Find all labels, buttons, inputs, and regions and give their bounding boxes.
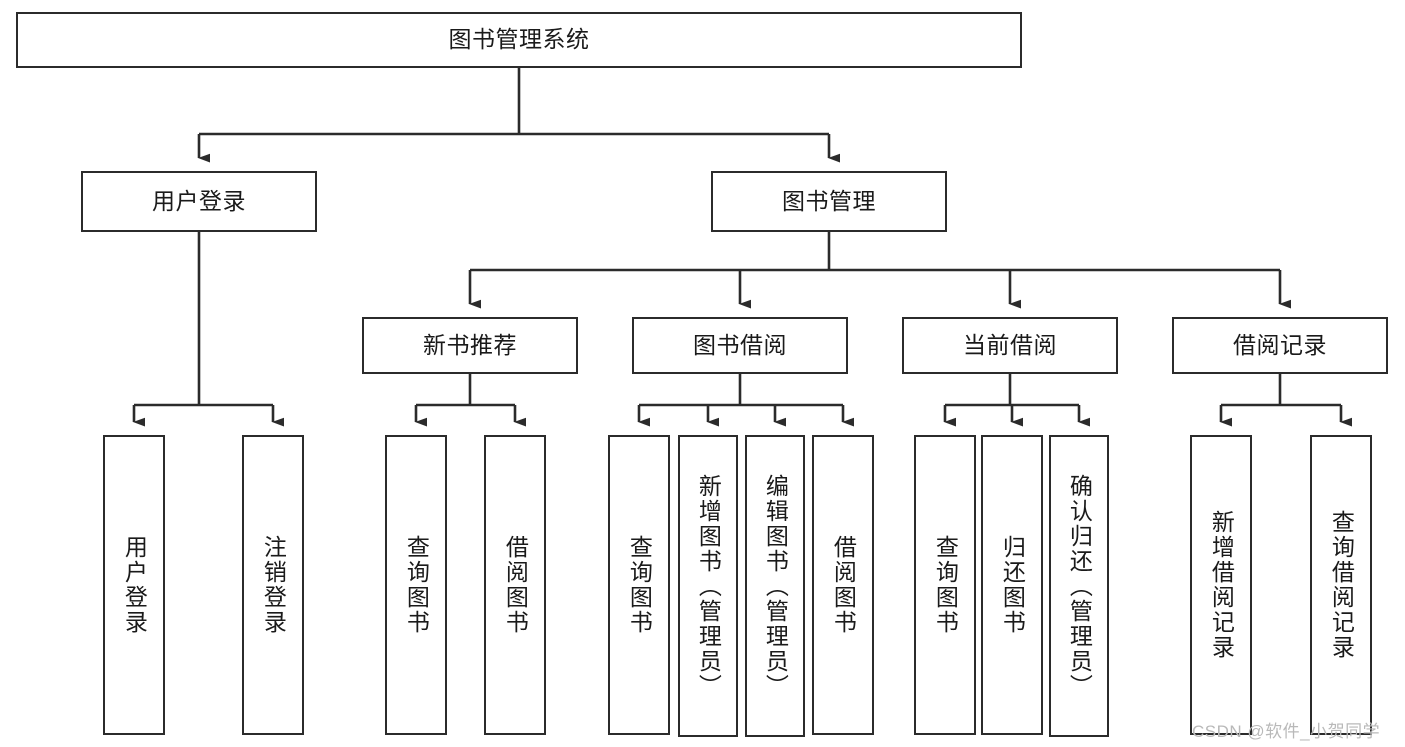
node-label: 用户登录 xyxy=(121,535,148,635)
node-label: 新增图书（管理员） xyxy=(695,473,722,699)
node-label: 图书借阅 xyxy=(693,331,787,358)
node-user-login[interactable]: 用户登录 xyxy=(81,171,317,232)
node-label: 查询图书 xyxy=(626,535,653,635)
node-leaf-user-logout[interactable]: 注销登录 xyxy=(242,435,304,735)
node-leaf-add-book[interactable]: 新增图书（管理员） xyxy=(678,435,738,737)
node-label: 查询图书 xyxy=(403,535,430,635)
node-borrow-record[interactable]: 借阅记录 xyxy=(1172,317,1388,374)
node-label: 新书推荐 xyxy=(423,331,517,358)
node-label: 借阅图书 xyxy=(830,535,857,635)
node-label: 归还图书 xyxy=(999,535,1026,635)
node-current-borrow[interactable]: 当前借阅 xyxy=(902,317,1118,374)
node-leaf-query-book-1[interactable]: 查询图书 xyxy=(385,435,447,735)
node-label: 图书管理 xyxy=(782,187,876,214)
node-leaf-confirm-return[interactable]: 确认归还（管理员） xyxy=(1049,435,1109,737)
node-leaf-borrow-book-1[interactable]: 借阅图书 xyxy=(484,435,546,735)
node-label: 确认归还（管理员） xyxy=(1066,473,1093,699)
node-leaf-query-book-2[interactable]: 查询图书 xyxy=(608,435,670,735)
node-label: 编辑图书（管理员） xyxy=(762,473,789,699)
node-leaf-user-login[interactable]: 用户登录 xyxy=(103,435,165,735)
node-label: 图书管理系统 xyxy=(448,26,590,53)
node-label: 借阅记录 xyxy=(1233,331,1327,358)
node-leaf-add-record[interactable]: 新增借阅记录 xyxy=(1190,435,1252,735)
node-new-book-rec[interactable]: 新书推荐 xyxy=(362,317,578,374)
node-leaf-return-book[interactable]: 归还图书 xyxy=(981,435,1043,735)
node-leaf-edit-book[interactable]: 编辑图书（管理员） xyxy=(745,435,805,737)
node-leaf-query-record[interactable]: 查询借阅记录 xyxy=(1310,435,1372,735)
node-leaf-borrow-book-2[interactable]: 借阅图书 xyxy=(812,435,874,735)
node-leaf-query-book-3[interactable]: 查询图书 xyxy=(914,435,976,735)
node-label: 查询图书 xyxy=(932,535,959,635)
node-label: 新增借阅记录 xyxy=(1208,510,1235,660)
node-label: 借阅图书 xyxy=(502,535,529,635)
node-label: 用户登录 xyxy=(152,187,246,214)
node-label: 注销登录 xyxy=(260,535,287,635)
edge-group xyxy=(132,68,1352,427)
node-book-borrow[interactable]: 图书借阅 xyxy=(632,317,848,374)
node-label: 查询借阅记录 xyxy=(1328,510,1355,660)
node-root[interactable]: 图书管理系统 xyxy=(16,12,1022,68)
node-book-manage[interactable]: 图书管理 xyxy=(711,171,947,232)
node-label: 当前借阅 xyxy=(963,331,1057,358)
